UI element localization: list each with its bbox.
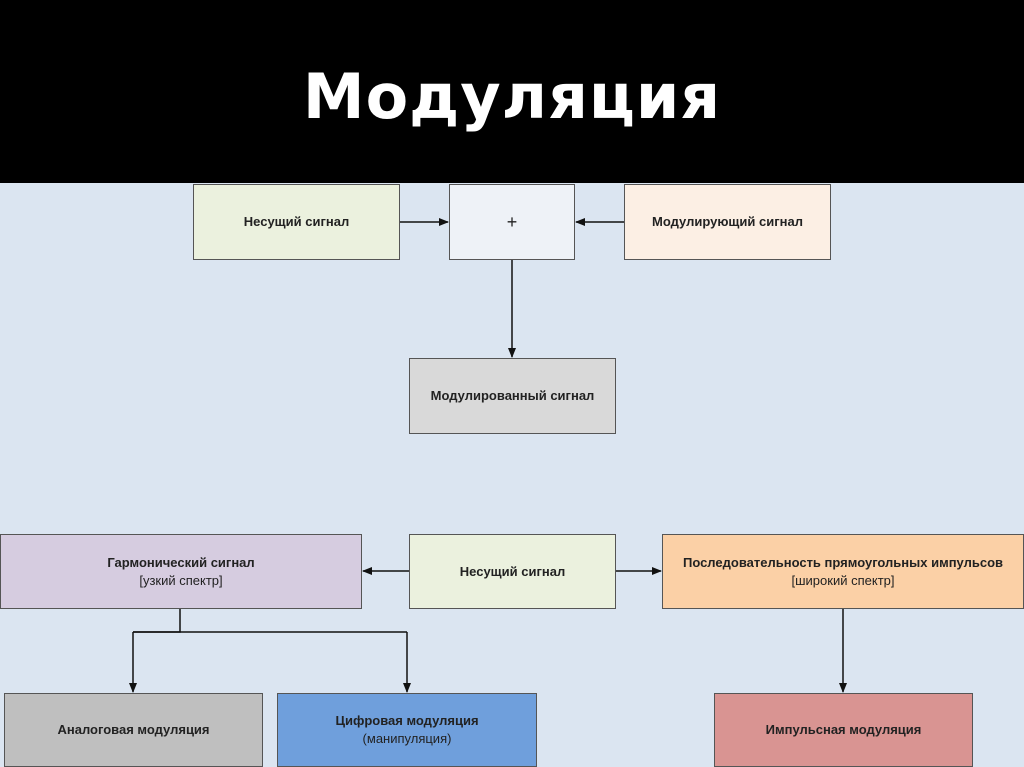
modulated-signal-label: Модулированный сигнал xyxy=(430,388,595,403)
pulse-modulation-box: Импульсная модуляция xyxy=(714,693,973,767)
harmonic-signal-box: Гармонический сигнал [узкий спектр] xyxy=(0,534,362,609)
carrier-signal-label-2: Несущий сигнал xyxy=(459,563,566,579)
pulse-sequence-box: Последовательность прямоугольных импульс… xyxy=(662,534,1024,609)
modulating-signal-box: Модулирующий сигнал xyxy=(624,184,831,260)
harmonic-signal-note: [узкий спектр] xyxy=(139,572,223,588)
sum-symbol: + xyxy=(506,212,518,232)
pulse-sequence-label: Последовательность прямоугольных импульс… xyxy=(682,554,1004,570)
digital-modulation-box: Цифровая модуляция (манипуляция) xyxy=(277,693,537,767)
digital-modulation-label: Цифровая модуляция xyxy=(335,713,479,728)
modulating-signal-label: Модулирующий сигнал xyxy=(652,214,803,229)
digital-modulation-note: (манипуляция) xyxy=(362,731,452,746)
title-bar: Модуляция xyxy=(0,0,1024,183)
modulated-signal-box: Модулированный сигнал xyxy=(409,358,616,434)
page-title: Модуляция xyxy=(302,60,722,133)
connector-harmonic-branch xyxy=(133,609,181,633)
carrier-signal-box-2: Несущий сигнал xyxy=(409,534,616,609)
harmonic-signal-label: Гармонический сигнал xyxy=(107,554,255,570)
analog-modulation-box: Аналоговая модуляция xyxy=(4,693,263,767)
pulse-sequence-note: [широкий спектр] xyxy=(791,572,895,588)
carrier-signal-label: Несущий сигнал xyxy=(243,214,350,229)
carrier-signal-box: Несущий сигнал xyxy=(193,184,400,260)
sum-node: + xyxy=(449,184,575,260)
analog-modulation-label: Аналоговая модуляция xyxy=(57,722,210,737)
pulse-modulation-label: Импульсная модуляция xyxy=(765,722,922,737)
